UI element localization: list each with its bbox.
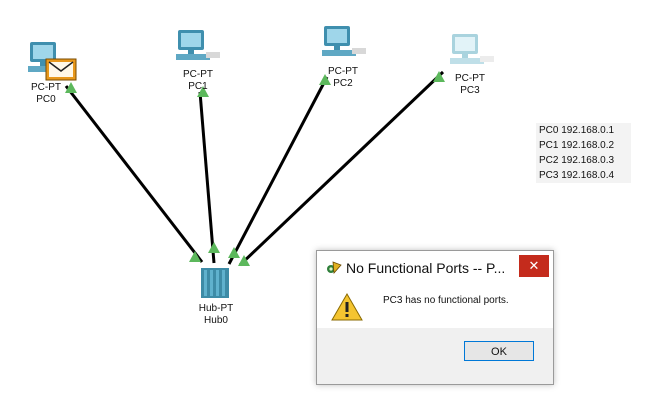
hub0-type-label: Hub-PT [198,303,234,314]
pc0-label: PC-PT PC0 [16,82,76,106]
link-status-pc3-icon [433,71,445,82]
link-pc1-hub0[interactable] [198,91,216,264]
close-icon: ✕ [528,258,540,273]
pc1-icon[interactable] [176,30,220,60]
no-functional-ports-dialog: No Functional Ports -- P... ✕ PC3 has no… [316,250,554,385]
hub0-label: Hub-PT Hub0 [186,303,246,327]
dialog-message: PC3 has no functional ports. [383,295,509,306]
link-status-hub0-b-icon [208,242,220,253]
dialog-body: PC3 has no functional ports. [317,283,553,328]
packet-tracer-app-icon [326,260,342,281]
pc3-type-label: PC-PT [455,73,485,84]
ip-note-line: PC2 192.168.0.3 [539,155,615,166]
ip-note-line: PC0 192.168.0.1 [539,125,615,136]
ip-address-note[interactable]: PC0 192.168.0.1 PC1 192.168.0.2 PC2 192.… [536,123,631,183]
link-status-pc2-icon [319,74,331,85]
hub0-name-label: Hub0 [204,315,228,326]
pc2-name-label: PC2 [333,78,353,89]
pc2-icon[interactable] [322,26,366,56]
pc0-type-label: PC-PT [31,82,61,93]
dialog-close-button[interactable]: ✕ [519,255,549,277]
hub0-icon[interactable] [201,268,229,298]
link-pc0-hub0[interactable] [64,85,204,263]
pc3-label: PC-PT PC3 [440,73,500,97]
link-status-hub0-c-icon [228,247,240,258]
ok-button[interactable]: OK [464,341,534,361]
link-pc2-hub0[interactable] [227,76,329,265]
link-status-hub0-d-icon [238,255,250,266]
dialog-footer: OK [317,328,553,384]
link-pc3-hub0[interactable] [238,70,445,267]
pc1-name-label: PC1 [188,81,208,92]
pc1-type-label: PC-PT [183,69,213,80]
pdu-envelope-icon[interactable] [45,58,77,81]
pc3-icon[interactable] [450,34,494,64]
ip-note-line: PC1 192.168.0.2 [539,140,615,151]
warning-icon [331,292,363,326]
pc3-name-label: PC3 [460,85,480,96]
pc0-name-label: PC0 [36,94,56,105]
dialog-title-bar[interactable]: No Functional Ports -- P... ✕ [317,251,553,283]
link-status-hub0-a-icon [189,251,201,262]
link-status-pc1-icon [197,86,209,97]
link-status-pc0-icon [65,82,77,93]
pc1-label: PC-PT PC1 [168,69,228,93]
ip-note-line: PC3 192.168.0.4 [539,170,615,181]
dialog-title: No Functional Ports -- P... [346,260,506,276]
pc2-type-label: PC-PT [328,66,358,77]
pc2-label: PC-PT PC2 [313,66,373,90]
